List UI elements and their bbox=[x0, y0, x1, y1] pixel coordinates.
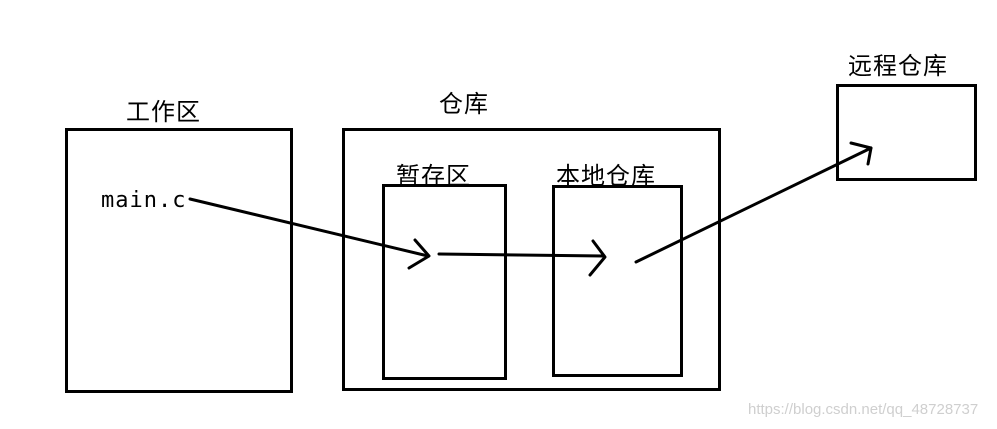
arrow-staging-to-local-head bbox=[588, 239, 607, 277]
arrow-workspace-to-staging bbox=[188, 197, 430, 258]
arrow-local-to-remote-head bbox=[849, 141, 873, 166]
repository-title: 仓库 bbox=[439, 90, 489, 118]
workspace-box bbox=[65, 128, 293, 393]
remote-repo-box bbox=[836, 84, 977, 181]
arrow-staging-to-local bbox=[437, 252, 606, 258]
arrow-local-to-remote bbox=[634, 146, 873, 264]
workspace-title: 工作区 bbox=[126, 98, 201, 126]
remote-repo-title: 远程仓库 bbox=[848, 52, 948, 80]
staging-box bbox=[382, 184, 507, 380]
repository-box bbox=[342, 128, 721, 391]
local-repo-box bbox=[552, 185, 683, 377]
watermark: https://blog.csdn.net/qq_48728737 bbox=[748, 401, 979, 418]
arrow-workspace-to-staging-head bbox=[407, 238, 431, 270]
file-label: main.c bbox=[101, 188, 187, 213]
